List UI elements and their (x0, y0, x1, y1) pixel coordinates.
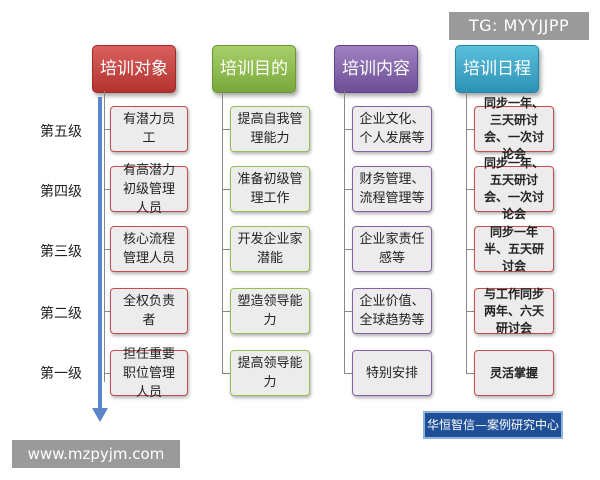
arrow-down-icon (92, 408, 108, 422)
purpose-box: 塑造领导能力 (230, 288, 310, 334)
footer-logo-banner: 华恒智信—案例研究中心 (423, 411, 563, 439)
purpose-box: 提高领导能力 (230, 350, 310, 396)
level-label-1: 第一级 (40, 366, 82, 382)
branch-line (222, 373, 230, 374)
schedule-box: 同步一年、五天研讨会、一次讨论会 (474, 156, 554, 221)
branch-line (222, 249, 230, 250)
level-label-3: 第三级 (40, 244, 82, 260)
schedule-box: 灵活掌握 (474, 350, 554, 396)
branch-line (344, 373, 352, 374)
watermark-bottom: www.mzpyjm.com (12, 440, 180, 468)
target-box: 担任重要职位管理人员 (110, 347, 188, 400)
target-box: 核心流程管理人员 (110, 226, 188, 272)
target-box: 全权负责者 (110, 288, 188, 334)
header-targets: 培训对象 (92, 45, 176, 93)
branch-line (222, 189, 230, 190)
branch-line (104, 249, 110, 250)
level-axis-arrow (98, 97, 102, 412)
purpose-box: 准备初级管理工作 (230, 166, 310, 212)
connector-purposes (222, 91, 223, 373)
content-box: 企业文化、个人发展等 (352, 106, 432, 152)
content-box: 企业家责任感等 (352, 226, 432, 272)
branch-line (344, 249, 352, 250)
branch-line (344, 311, 352, 312)
branch-line (466, 311, 474, 312)
branch-line (104, 129, 110, 130)
branch-line (466, 189, 474, 190)
branch-line (222, 311, 230, 312)
level-label-4: 第四级 (40, 184, 82, 200)
level-label-2: 第二级 (40, 306, 82, 322)
watermark-top: TG: MYYJJPP (449, 12, 589, 40)
content-box: 财务管理、流程管理等 (352, 166, 432, 212)
target-box: 有潜力员工 (110, 106, 188, 152)
branch-line (466, 373, 474, 374)
schedule-box: 与工作同步两年、六天研讨会 (474, 287, 554, 335)
connector-contents (344, 91, 345, 373)
connector-schedules (466, 91, 467, 373)
purpose-box: 开发企业家潜能 (230, 226, 310, 272)
content-box: 企业价值、全球趋势等 (352, 288, 432, 334)
purpose-box: 提高自我管理能力 (230, 106, 310, 152)
branch-line (104, 311, 110, 312)
content-box: 特别安排 (352, 350, 432, 396)
level-label-5: 第五级 (40, 124, 82, 140)
branch-line (466, 249, 474, 250)
header-schedules: 培训日程 (455, 45, 539, 93)
header-contents: 培训内容 (334, 45, 418, 93)
schedule-box: 同步一年、三天研讨会、一次讨论会 (474, 96, 554, 161)
connector-targets (104, 91, 105, 382)
branch-line (344, 129, 352, 130)
schedule-box: 同步一年半、五天研讨会 (474, 225, 554, 273)
branch-line (466, 129, 474, 130)
branch-line (222, 129, 230, 130)
branch-line (344, 189, 352, 190)
target-box: 有高潜力初级管理人员 (110, 163, 188, 216)
branch-line (104, 373, 110, 374)
header-purposes: 培训目的 (212, 45, 296, 93)
branch-line (104, 189, 110, 190)
